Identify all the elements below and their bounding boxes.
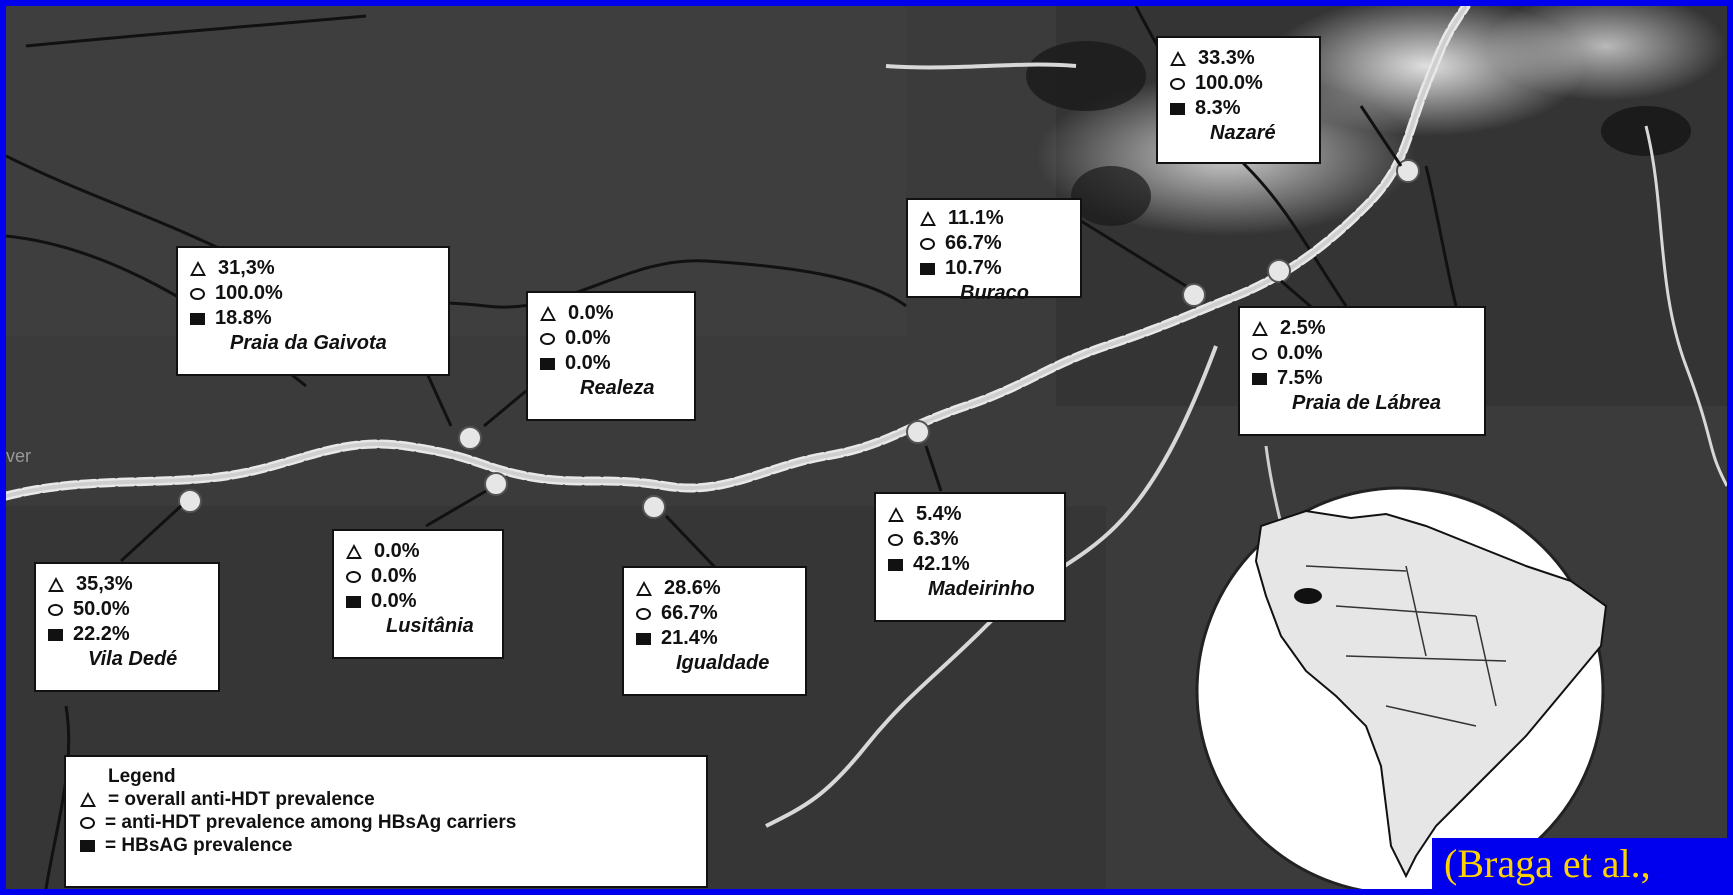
triangle-icon [48,577,64,592]
site-name: Realeza [580,377,655,399]
site-box-praia-de-labrea: 2.5% 0.0% 7.5% Praia de Lábrea [1238,306,1486,436]
legend: Legend = overall anti-HDT prevalence = a… [64,755,708,888]
site-box-madeirinho: 5.4% 6.3% 42.1% Madeirinho [874,492,1066,622]
triangle-icon [80,792,96,807]
square-icon [920,262,935,275]
circle-icon [636,607,651,620]
square-icon [636,632,651,645]
circle-icon [1170,77,1185,90]
site-name: Igualdade [676,652,770,674]
circle-icon [540,332,555,345]
satellite-map [6,6,1727,889]
site-box-vila-dede: 35,3% 50.0% 22.2% Vila Dedé [34,562,220,692]
circle-icon [80,816,95,829]
square-icon [48,628,63,641]
site-box-nazare: 33.3% 100.0% 8.3% Nazaré [1156,36,1321,164]
square-icon [540,357,555,370]
triangle-icon [636,581,652,596]
site-box-lusitania: 0.0% 0.0% 0.0% Lusitânia [332,529,504,659]
triangle-icon [888,507,904,522]
legend-title: Legend [108,766,176,787]
legend-triangle-text: = overall anti-HDT prevalence [108,789,375,810]
circle-icon [1252,347,1267,360]
site-name: Lusitânia [386,615,474,637]
triangle-icon [190,261,206,276]
site-box-buraco: 11.1% 66.7% 10.7% Buraco [906,198,1082,304]
site-name: Praia de Lábrea [1292,392,1441,414]
circle-icon [48,603,63,616]
south-america-inset [1195,486,1608,889]
site-name: Nazaré [1210,122,1276,144]
triangle-icon [1170,51,1186,66]
triangle-icon [920,211,936,226]
square-icon [190,312,205,325]
square-icon [346,595,361,608]
square-icon [1170,102,1185,115]
triangle-icon [346,544,362,559]
slide-frame: ver 33.3% 100.0% 8.3% Nazaré 11.1% 66.7%… [6,6,1727,889]
triangle-icon [1252,321,1268,336]
circle-icon [346,570,361,583]
square-icon [80,839,95,852]
citation: (Braga et al., [1432,838,1727,889]
site-box-realeza: 0.0% 0.0% 0.0% Realeza [526,291,696,421]
circle-icon [920,237,935,250]
triangle-icon [540,306,556,321]
circle-icon [888,533,903,546]
square-icon [888,558,903,571]
site-box-igualdade: 28.6% 66.7% 21.4% Igualdade [622,566,807,696]
circle-icon [190,287,205,300]
legend-circle-text: = anti-HDT prevalence among HBsAg carrie… [105,812,517,833]
site-name: Madeirinho [928,578,1035,600]
legend-square-text: = HBsAG prevalence [105,835,293,856]
map-label-fragment: ver [6,446,32,466]
square-icon [1252,372,1267,385]
site-markers [178,159,1420,519]
site-name: Vila Dedé [88,648,178,670]
site-name: Praia da Gaivota [230,332,387,354]
site-name: Buraco [960,282,1029,304]
site-box-praia-da-gaivota: 31,3% 100.0% 18.8% Praia da Gaivota [176,246,450,376]
